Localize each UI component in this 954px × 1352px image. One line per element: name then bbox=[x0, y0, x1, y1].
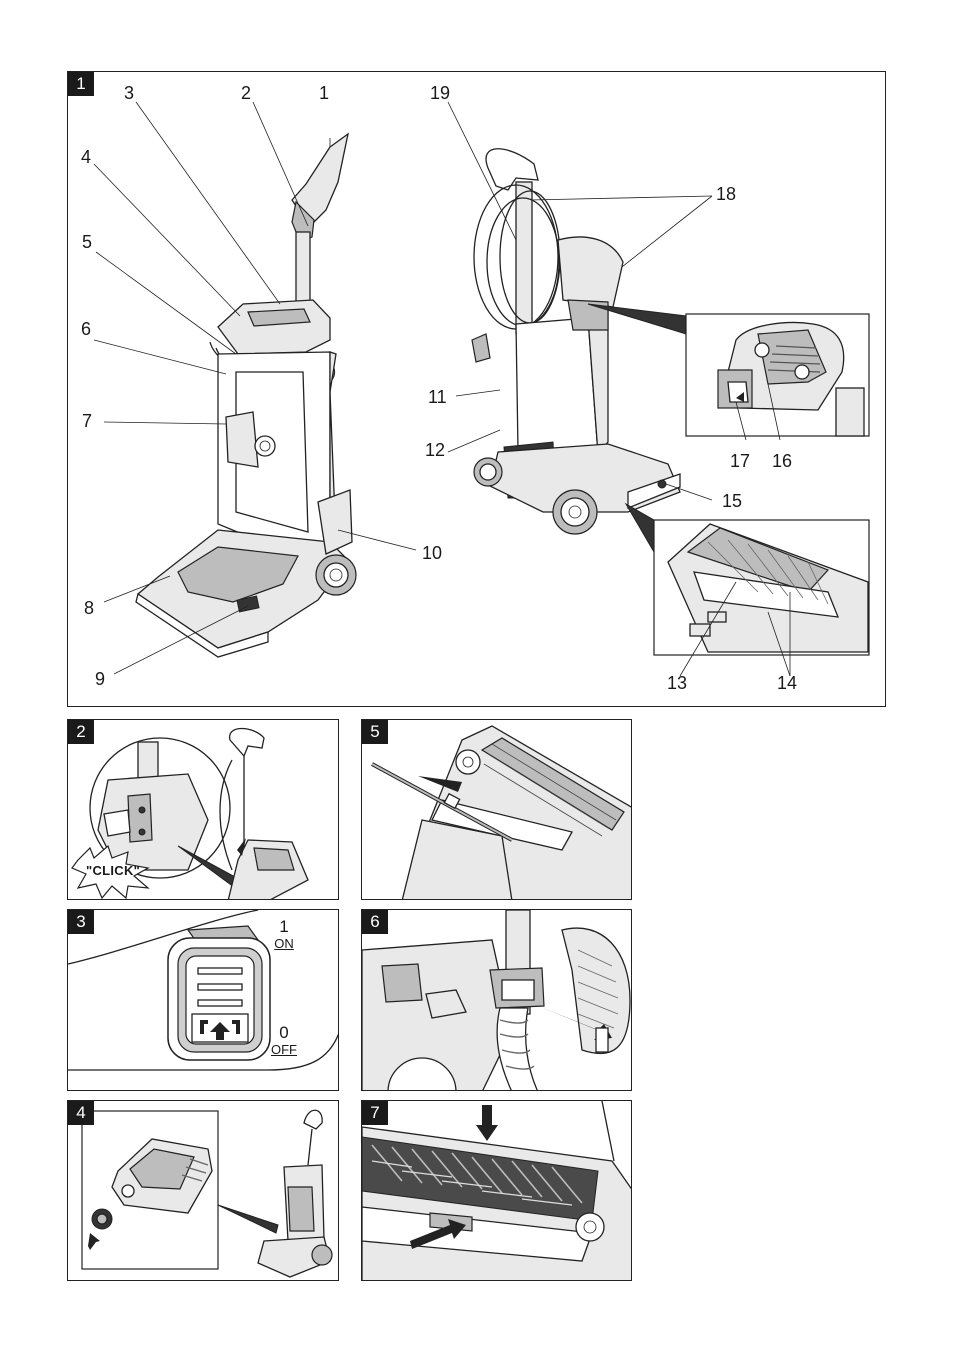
upright-cleaner-back-illustration bbox=[447, 148, 713, 554]
callout-1: 1 bbox=[319, 83, 330, 103]
callout-10: 10 bbox=[422, 543, 443, 563]
figure-panel-1: 1 bbox=[67, 71, 886, 707]
panel-number-badge: 5 bbox=[362, 720, 388, 744]
brush-removal-illustration bbox=[371, 725, 631, 899]
callout-6: 6 bbox=[81, 319, 92, 339]
off-indicator: 0 OFF bbox=[264, 1024, 304, 1058]
figure-panel-5: 5 bbox=[361, 719, 632, 900]
panel-number-badge: 4 bbox=[68, 1101, 94, 1125]
panel-number-badge: 6 bbox=[362, 910, 388, 934]
tank-filter-illustration bbox=[81, 1109, 333, 1278]
figure-panel-4: 4 bbox=[67, 1100, 339, 1281]
callout-8: 8 bbox=[84, 598, 95, 618]
callout-19: 19 bbox=[430, 83, 451, 103]
figure-panel-6: 6 bbox=[361, 909, 632, 1091]
callout-11: 11 bbox=[428, 387, 447, 407]
callout-18: 18 bbox=[716, 184, 737, 204]
callout-13: 13 bbox=[667, 673, 688, 693]
callout-16: 16 bbox=[772, 451, 793, 471]
on-number: 1 bbox=[279, 917, 289, 936]
callout-5: 5 bbox=[82, 232, 93, 252]
off-label: OFF bbox=[271, 1042, 297, 1057]
cable-hook-illustration bbox=[71, 727, 309, 899]
brush-insertion-illustration bbox=[362, 1101, 631, 1280]
power-switch-icon bbox=[191, 1013, 249, 1043]
hose-release-illustration bbox=[362, 910, 631, 1090]
cable-hook-detail bbox=[685, 313, 870, 441]
callout-17: 17 bbox=[730, 451, 751, 471]
on-indicator: 1 ON bbox=[264, 918, 304, 952]
figure-panel-7: 7 bbox=[361, 1100, 632, 1281]
callout-4: 4 bbox=[81, 147, 92, 167]
brush-roller-detail bbox=[653, 519, 870, 677]
callout-9: 9 bbox=[95, 669, 106, 689]
callout-12: 12 bbox=[425, 440, 446, 460]
figure-panel-2: 2 "CLICK" bbox=[67, 719, 339, 900]
callout-7: 7 bbox=[82, 411, 93, 431]
power-switch-illustration bbox=[68, 910, 338, 1071]
figure-panel-3: 3 1 ON 0 OFF bbox=[67, 909, 339, 1091]
panel-number-badge: 1 bbox=[68, 72, 94, 96]
callout-15: 15 bbox=[722, 491, 743, 511]
panel-number-badge: 7 bbox=[362, 1101, 388, 1125]
click-label: "CLICK" bbox=[86, 863, 141, 878]
panel-number-badge: 2 bbox=[68, 720, 94, 744]
off-number: 0 bbox=[279, 1023, 289, 1042]
upright-cleaner-front-illustration bbox=[93, 101, 713, 675]
on-label: ON bbox=[274, 936, 294, 951]
panel-number-badge: 3 bbox=[68, 910, 94, 934]
callout-3: 3 bbox=[124, 83, 135, 103]
callout-14: 14 bbox=[777, 673, 798, 693]
callout-2: 2 bbox=[241, 83, 252, 103]
